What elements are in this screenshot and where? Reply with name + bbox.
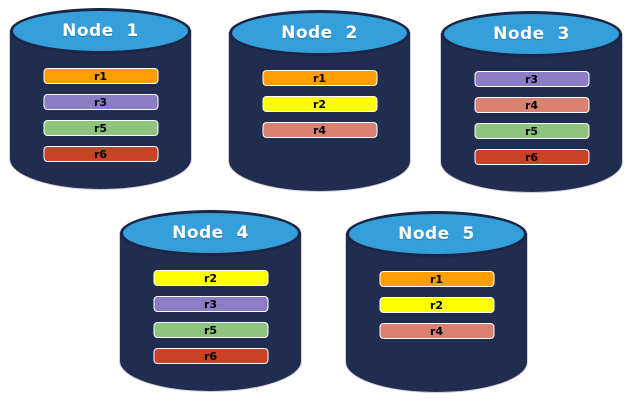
replica-bar-r4: r4 — [474, 97, 589, 113]
node-title: Node 3 — [493, 24, 570, 44]
cylinder-top-ellipse: Node 4 — [120, 210, 301, 256]
replica-bar-r3: r3 — [474, 71, 589, 87]
cylinder-body — [120, 233, 301, 391]
cylinder-top-ellipse: Node 2 — [229, 10, 410, 56]
cylinder-body — [229, 33, 410, 191]
cylinder-top-ellipse: Node 3 — [441, 11, 622, 57]
replica-bar-r4: r4 — [379, 323, 494, 339]
replica-bar-r5: r5 — [153, 322, 268, 338]
replica-bar-r1: r1 — [379, 271, 494, 287]
db-node-2: Node 2 r1 r2 r4 — [229, 10, 410, 191]
replica-list: r1 r3 r5 r6 — [43, 68, 158, 162]
replica-list: r1 r2 r4 — [262, 70, 377, 138]
replica-bar-r1: r1 — [262, 70, 377, 86]
cylinder-body — [346, 234, 527, 392]
replica-bar-r5: r5 — [43, 120, 158, 136]
replica-bar-r4: r4 — [262, 122, 377, 138]
replica-bar-r6: r6 — [474, 149, 589, 165]
db-node-4: Node 4 r2 r3 r5 r6 — [120, 210, 301, 391]
replica-bar-r1: r1 — [43, 68, 158, 84]
replica-bar-r5: r5 — [474, 123, 589, 139]
replica-bar-r3: r3 — [153, 296, 268, 312]
replica-bar-r6: r6 — [153, 348, 268, 364]
cylinder-body — [441, 34, 622, 192]
replica-bar-r2: r2 — [379, 297, 494, 313]
db-node-3: Node 3 r3 r4 r5 r6 — [441, 11, 622, 192]
db-node-1: Node 1 r1 r3 r5 r6 — [10, 8, 191, 189]
cylinder-body — [10, 31, 191, 189]
replica-bar-r3: r3 — [43, 94, 158, 110]
replica-list: r1 r2 r4 — [379, 271, 494, 339]
replica-list: r3 r4 r5 r6 — [474, 71, 589, 165]
node-title: Node 5 — [398, 224, 475, 244]
replica-list: r2 r3 r5 r6 — [153, 270, 268, 364]
replica-bar-r2: r2 — [262, 96, 377, 112]
node-title: Node 2 — [281, 23, 358, 43]
replica-bar-r6: r6 — [43, 146, 158, 162]
node-title: Node 1 — [62, 21, 139, 41]
cylinder-top-ellipse: Node 1 — [10, 8, 191, 54]
replica-bar-r2: r2 — [153, 270, 268, 286]
cylinder-top-ellipse: Node 5 — [346, 211, 527, 257]
db-node-5: Node 5 r1 r2 r4 — [346, 211, 527, 392]
node-title: Node 4 — [172, 223, 249, 243]
